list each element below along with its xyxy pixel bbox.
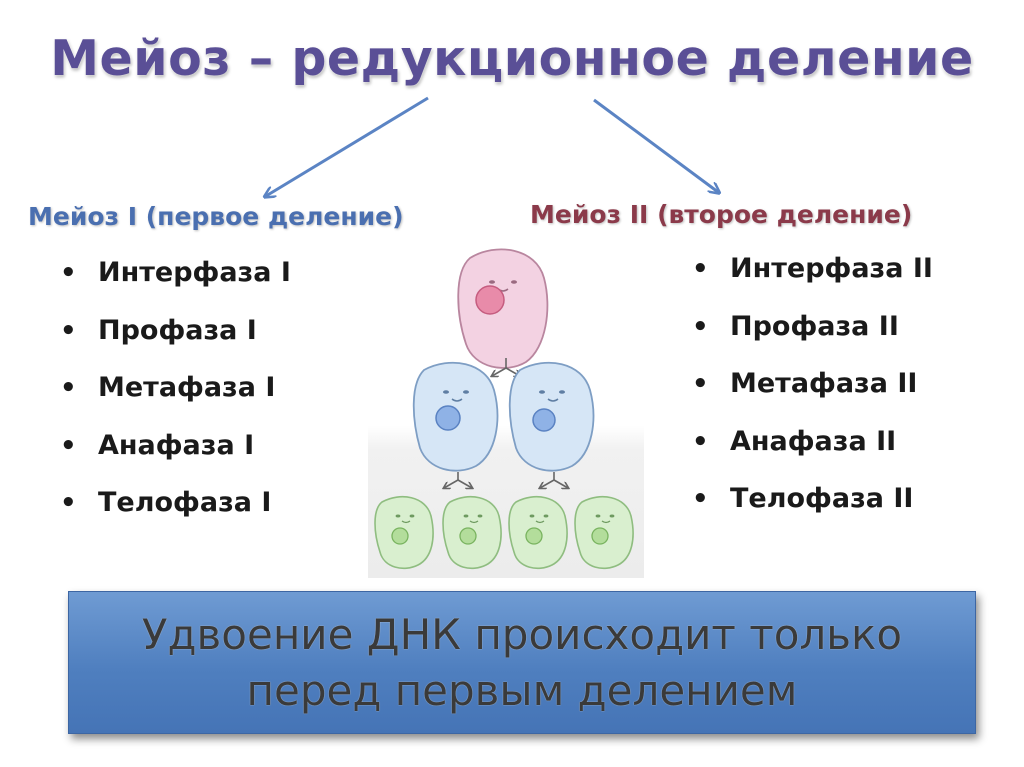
phase-item: Анафаза I xyxy=(60,426,291,484)
daughter-cell xyxy=(414,363,498,471)
phase-item: Профаза II xyxy=(692,307,933,365)
arrow-to-meiosis2 xyxy=(594,100,718,192)
meiosis2-phase-list: Интерфаза II Профаза II Метафаза II Анаф… xyxy=(692,249,933,537)
granddaughter-cell xyxy=(375,497,433,569)
phase-item: Интерфаза I xyxy=(60,253,291,311)
phase-item: Анафаза II xyxy=(692,422,933,480)
meiosis1-phase-list: Интерфаза I Профаза I Метафаза I Анафаза… xyxy=(60,253,291,541)
phase-item: Телофаза II xyxy=(692,479,933,537)
meiosis1-heading: Мейоз I (первое деление) xyxy=(28,202,404,231)
granddaughter-cell xyxy=(443,497,501,569)
dna-replication-note: Удвоение ДНК происходит только перед пер… xyxy=(68,591,976,734)
note-line-2: перед первым делением xyxy=(247,663,798,719)
granddaughter-cell xyxy=(509,497,567,569)
granddaughter-cell xyxy=(575,497,633,569)
arrow-to-meiosis1 xyxy=(266,98,428,196)
daughter-cell xyxy=(510,363,594,471)
phase-item: Метафаза I xyxy=(60,368,291,426)
meiosis2-heading: Мейоз II (второе деление) xyxy=(530,200,912,229)
parent-cell xyxy=(458,249,547,368)
phase-item: Телофаза I xyxy=(60,483,291,541)
cell-division-illustration xyxy=(368,240,644,578)
phase-item: Профаза I xyxy=(60,311,291,369)
phase-item: Метафаза II xyxy=(692,364,933,422)
note-line-1: Удвоение ДНК происходит только xyxy=(142,607,902,663)
phase-item: Интерфаза II xyxy=(692,249,933,307)
